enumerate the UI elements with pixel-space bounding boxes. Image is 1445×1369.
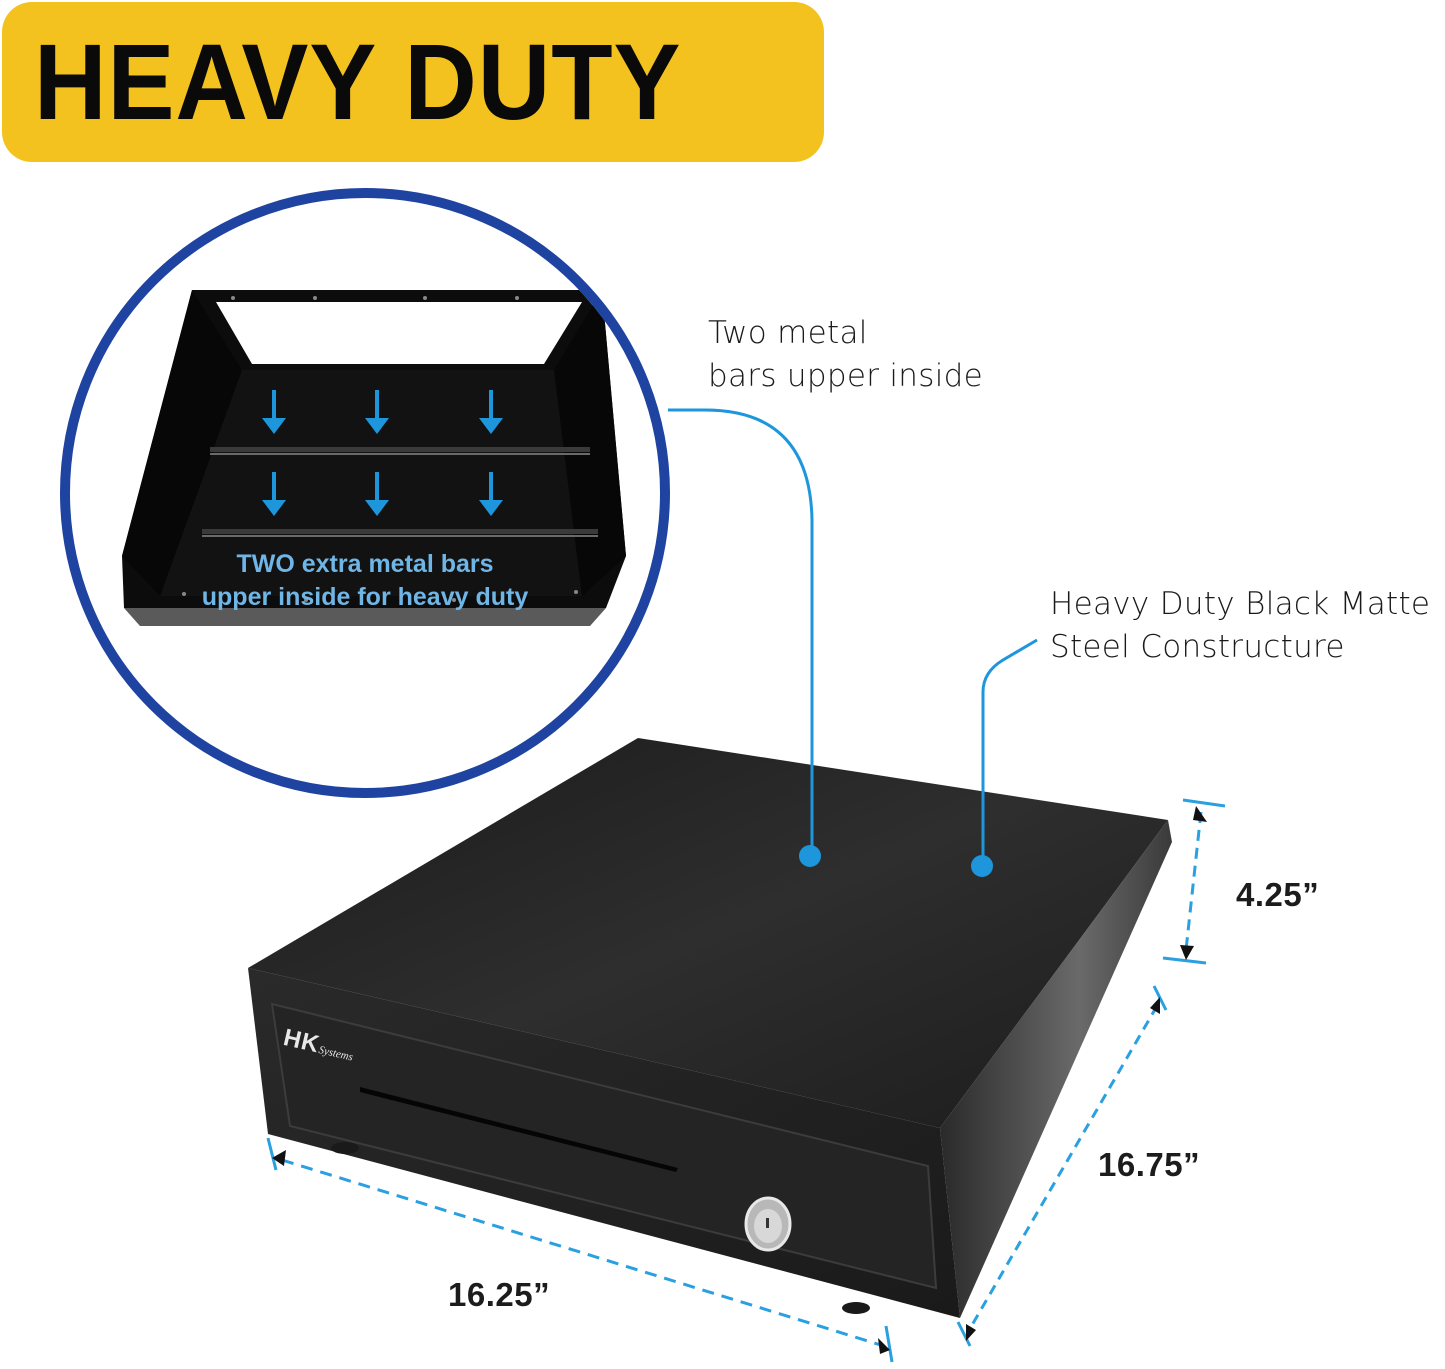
brand-logo-sub: Systems [317,1043,355,1064]
lock-icon [744,1196,792,1252]
dimension-width-label: 16.25” [448,1276,551,1313]
callout-steel-line-1: Heavy Duty Black Matte [1050,586,1431,622]
dimension-depth-label: 16.75” [1098,1146,1201,1183]
inset-circle: TWO extra metal bars upper inside for he… [60,188,670,798]
callout-metal-bars-line-1: Two metal [708,315,868,351]
down-arrow-icon [262,390,503,516]
banner-title: HEAVY DUTY [34,21,682,142]
heavy-duty-banner: HEAVY DUTY [2,2,824,162]
dimension-height-label: 4.25” [1236,876,1320,913]
inset-caption: TWO extra metal bars upper inside for he… [70,548,660,614]
inset-caption-line-2: upper inside for heavy duty [201,583,529,611]
callout-steel-construction: Heavy Duty Black Matte Steel Constructur… [1050,583,1430,669]
callout-metal-bars: Two metal bars upper inside [708,312,983,398]
drawer-interior-image [122,290,626,626]
inset-caption-line-1: TWO extra metal bars [236,550,494,578]
callout-steel-line-2: Steel Constructure [1050,629,1345,665]
brand-logo-mark: H K [280,1024,319,1058]
callout-metal-bars-line-2: bars upper inside [708,358,983,394]
